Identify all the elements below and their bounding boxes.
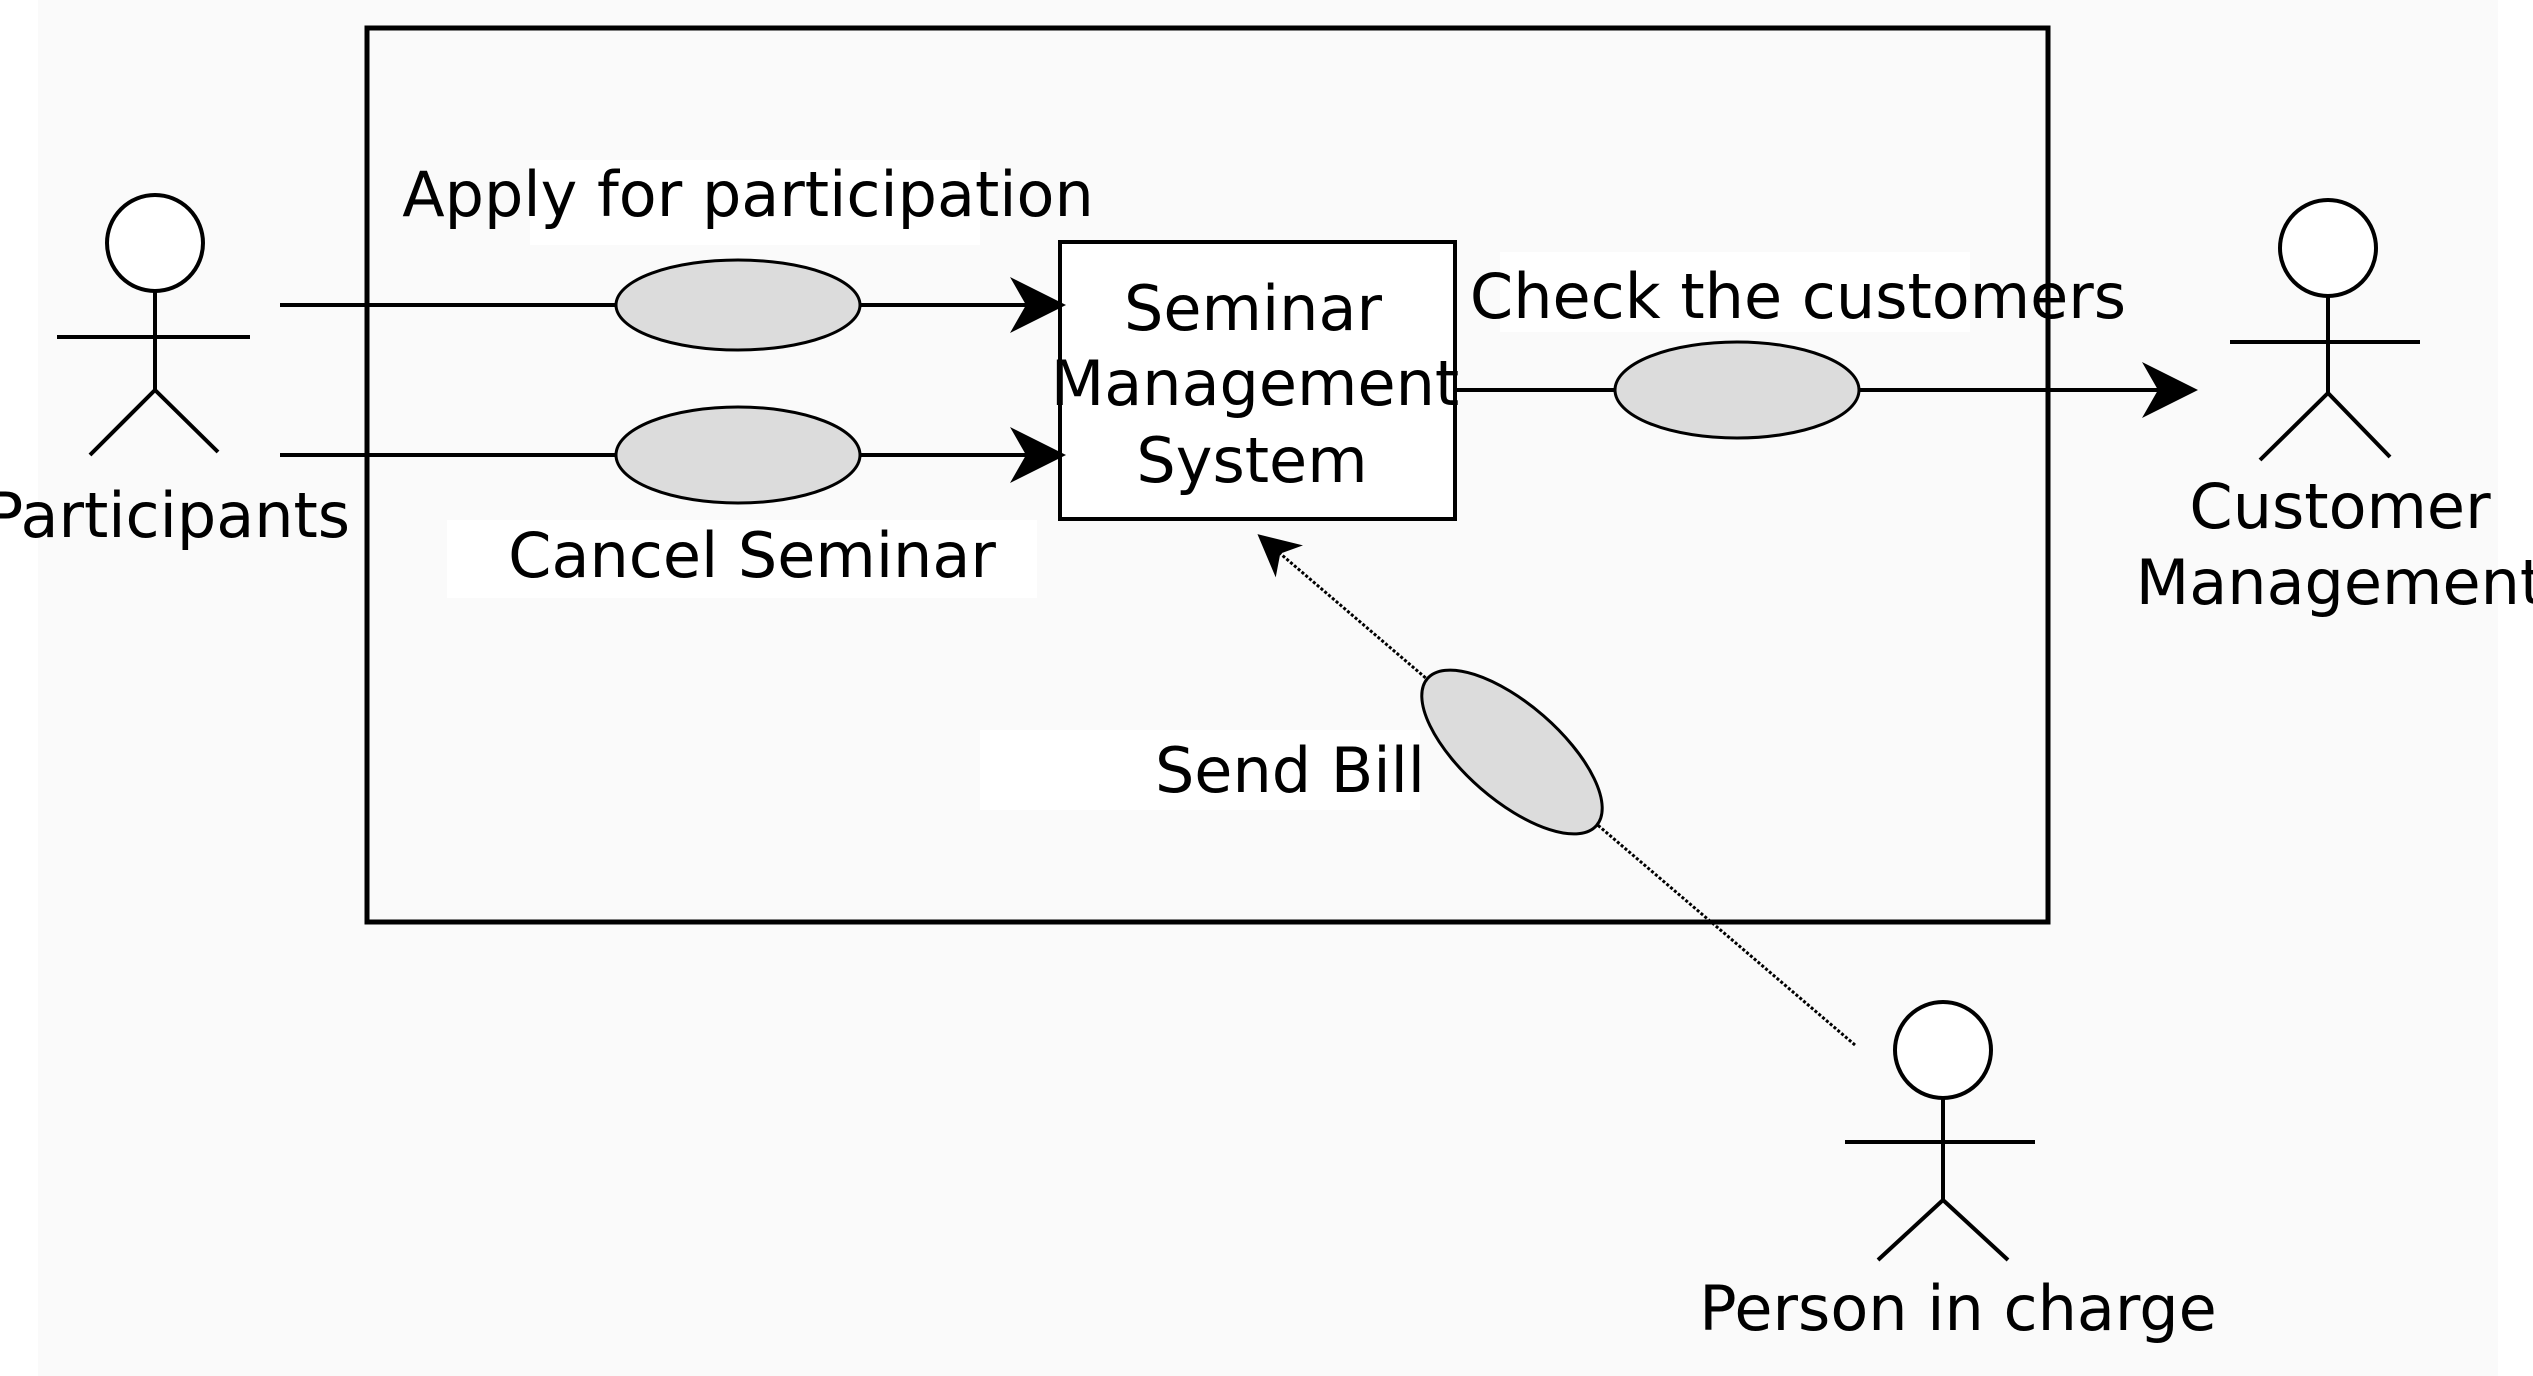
actor-customer-management-label-line1: Customer — [2189, 470, 2491, 543]
actor-customer-management-label-line2: Management — [2136, 546, 2533, 619]
system-label-line3: System — [1136, 424, 1367, 497]
check-label: Check the customers — [1470, 260, 2126, 333]
bill-use-case — [1420, 668, 1604, 836]
system-label-line2: Management — [1051, 347, 1459, 420]
diagram-background — [38, 0, 2498, 1376]
cancel-use-case — [614, 405, 862, 505]
bill-label: Send Bill — [1155, 734, 1425, 807]
actor-person-in-charge-label: Person in charge — [1699, 1272, 2217, 1345]
actor-head — [1893, 1000, 1993, 1100]
actor-customer-management — [2230, 198, 2420, 462]
apply-label: Apply for participation — [402, 158, 1094, 231]
label-bg-cancel — [447, 520, 1037, 598]
actor-person-in-charge — [1845, 1000, 2035, 1262]
check-use-case — [1613, 340, 1861, 440]
system-label-line1: Seminar — [1124, 272, 1382, 345]
cancel-label: Cancel Seminar — [508, 519, 996, 592]
actor-participants — [57, 193, 250, 457]
actor-head — [2278, 198, 2378, 298]
apply-use-case — [614, 258, 862, 352]
label-bg-bill — [980, 730, 1420, 810]
system-box — [1058, 240, 1457, 521]
system-boundary — [364, 25, 2051, 925]
label-bg-check — [1500, 252, 1970, 332]
label-bg-apply — [530, 160, 980, 245]
actor-participants-label: Participants — [0, 479, 350, 552]
actor-head — [105, 193, 205, 293]
